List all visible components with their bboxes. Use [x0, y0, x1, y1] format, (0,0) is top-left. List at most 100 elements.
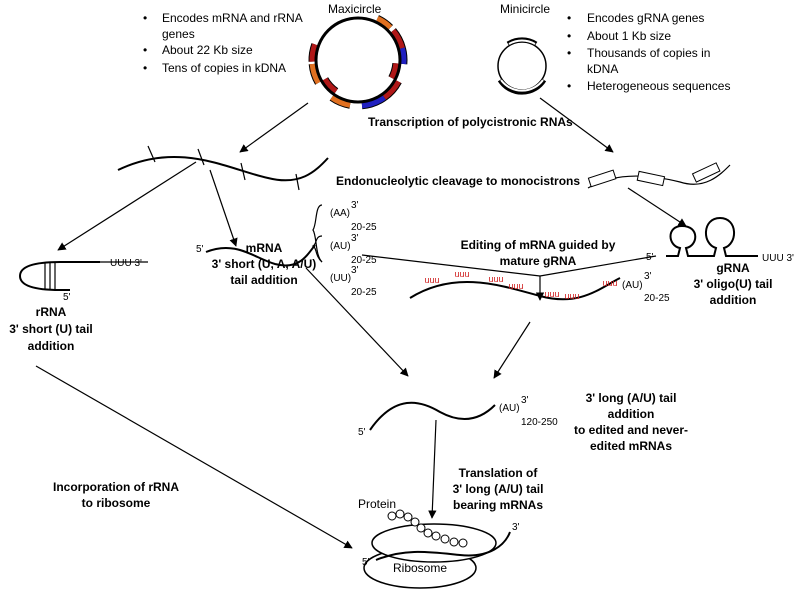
tail-sub: 20-25 — [351, 222, 377, 233]
maxicircle-gene-segment — [322, 77, 338, 94]
maxicircle-ring — [314, 16, 402, 104]
mrna-five-prime: 5' — [196, 244, 204, 255]
rrna-hairpin — [18, 261, 100, 291]
maxicircle-bullet-dot-1: • — [143, 11, 147, 25]
edited-mrna-strand — [409, 277, 621, 301]
long-tail-mrna-strand — [369, 401, 496, 431]
amino-acid — [423, 528, 433, 538]
maxicircle-bullet-3: Tens of copies in kDNA — [162, 61, 286, 75]
translation-label-line1: Translation of — [459, 466, 539, 480]
mrna-label: mRNA — [246, 241, 283, 255]
minicircle-bullet-1: Encodes gRNA genes — [587, 11, 704, 25]
maxicircle-gene-segment — [376, 16, 393, 30]
cleavage-tick — [240, 162, 246, 181]
cleavage-tick — [197, 148, 205, 166]
uridine-insertion-mark: uuu — [544, 289, 559, 299]
amino-acid — [440, 534, 450, 544]
long-tail-mrna-block: 5' (AU) 3' 120-250 — [358, 395, 558, 438]
translation-label-line2: 3' long (A/U) tail — [453, 482, 544, 496]
mrna-desc-line2: tail addition — [230, 273, 297, 287]
amino-acid — [431, 531, 441, 541]
polycistronic-rna-strand — [117, 155, 329, 182]
maxicircle-gene-segment — [382, 80, 401, 100]
grna-tail: UUU 3' — [762, 253, 794, 264]
grna-desc-line1: 3' oligo(U) tail — [694, 277, 773, 291]
long-tail-mrna-tail-sup: 3' — [521, 395, 529, 406]
minicircle-bullet-3: Thousands of copies in — [587, 46, 710, 60]
mrna-strand — [205, 244, 316, 267]
grna-gene-box — [587, 169, 617, 188]
incorporation-label-line1: Incorporation of rRNA — [53, 480, 179, 494]
tail-sup: 3' — [351, 233, 359, 244]
arrow-edited-to-long-tail — [493, 321, 531, 379]
tail-sup: 3' — [351, 265, 359, 276]
maxicircle-title: Maxicircle — [328, 2, 382, 16]
ribosome-block: Ribosome 5' 3' Protein — [358, 497, 520, 589]
rrna-five-prime: 5' — [63, 292, 71, 303]
mrna-tail-option: (AU) 3' 20-25 — [330, 233, 377, 266]
amino-acid — [410, 517, 420, 527]
minicircle-bullet-2: About 1 Kb size — [587, 29, 671, 43]
ribosome-small-subunit — [371, 523, 497, 563]
mrna-block: 5' mRNA 3' short (U, A, A/U) tail additi… — [196, 200, 377, 298]
grna-gene-box — [691, 162, 721, 183]
long-tail-mrna-five-prime: 5' — [358, 427, 366, 438]
maxicircle-bullet-dot-3: • — [143, 61, 147, 75]
amino-acid — [458, 538, 468, 548]
translation-label-line3: bearing mRNAs — [453, 498, 543, 512]
arrow-to-mrna — [209, 169, 238, 247]
maxicircle-block: Maxicircle • Encodes mRNA and rRNA genes… — [143, 2, 408, 110]
long-tail-mrna-tail-sub: 120-250 — [521, 417, 558, 428]
incorporation-label-line2: to ribosome — [82, 496, 151, 510]
mrna-tail-option: (UU) 3' 20-25 — [330, 265, 377, 298]
minicircle-bullet-4: Heterogeneous sequences — [587, 79, 730, 93]
rrna-desc-line1: 3' short (U) tail — [9, 322, 93, 336]
arrow-rrna-to-ribosome — [35, 365, 353, 549]
mrna-tail-option: (AA) 3' 20-25 — [330, 200, 377, 233]
uridine-insertion-mark: uuu — [424, 275, 439, 285]
amino-acid — [449, 537, 459, 547]
minicircle-polycistronic-rna — [587, 162, 731, 189]
edited-mrna-tail-sub: 20-25 — [644, 293, 670, 304]
grna-label: gRNA — [716, 261, 750, 275]
maxicircle-gene-segment — [391, 28, 405, 49]
minicircle-title: Minicircle — [500, 2, 550, 16]
maxicircle-gene-segment — [309, 63, 321, 85]
cleavage-tick — [295, 173, 300, 191]
rrna-block: 5' UUU 3' rRNA 3' short (U) tail additio… — [9, 258, 148, 353]
long-tail-label-line4: edited mRNAs — [590, 439, 672, 453]
maxicircle-bullets: • Encodes mRNA and rRNA genes • About 22… — [143, 11, 303, 75]
minicircle-bullet-3-cont: kDNA — [587, 62, 618, 76]
long-tail-label-line2: addition — [608, 407, 655, 421]
uridine-insertion-mark: uuu — [454, 269, 469, 279]
protein-label: Protein — [358, 497, 396, 511]
minicircle-bullets: • Encodes gRNA genes • About 1 Kb size •… — [567, 11, 730, 93]
editing-guide-line-left — [361, 254, 541, 277]
protein-chain — [387, 509, 468, 548]
grna-five-prime: 5' — [646, 252, 654, 263]
tail-sub: 20-25 — [351, 287, 377, 298]
cleavage-tick — [147, 145, 156, 163]
uridine-insertion-mark: uuu — [564, 291, 579, 301]
mrna-tail-brace — [312, 204, 323, 263]
minicircle-block: Minicircle • Encodes gRNA genes • About … — [497, 2, 730, 95]
amino-acid — [387, 511, 397, 521]
arrow-minicircle-transcription — [539, 97, 614, 153]
maxicircle-gene-segment — [389, 62, 399, 80]
editing-label-line1: Editing of mRNA guided by — [461, 238, 616, 252]
cleavage-label: Endonucleolytic cleavage to monocistrons — [336, 174, 580, 188]
editing-label-line2: mature gRNA — [500, 254, 577, 268]
maxicircle-gene-segments — [308, 15, 408, 110]
long-tail-label-line1: 3' long (A/U) tail — [586, 391, 677, 405]
maxicircle-gene-segment — [309, 43, 318, 62]
uridine-insertion-mark: uuu — [508, 281, 523, 291]
arrow-mrna-to-long-tail — [305, 267, 409, 377]
arrow-maxicircle-transcription — [239, 102, 309, 153]
rrna-desc-line2: addition — [28, 339, 75, 353]
amino-acid — [403, 512, 413, 522]
grna-block: 5' UUU 3' gRNA 3' oligo(U) tail addition — [646, 216, 794, 307]
edited-mrna-tail-sup: 3' — [644, 271, 652, 282]
maxicircle-bullet-dot-2: • — [143, 43, 147, 57]
